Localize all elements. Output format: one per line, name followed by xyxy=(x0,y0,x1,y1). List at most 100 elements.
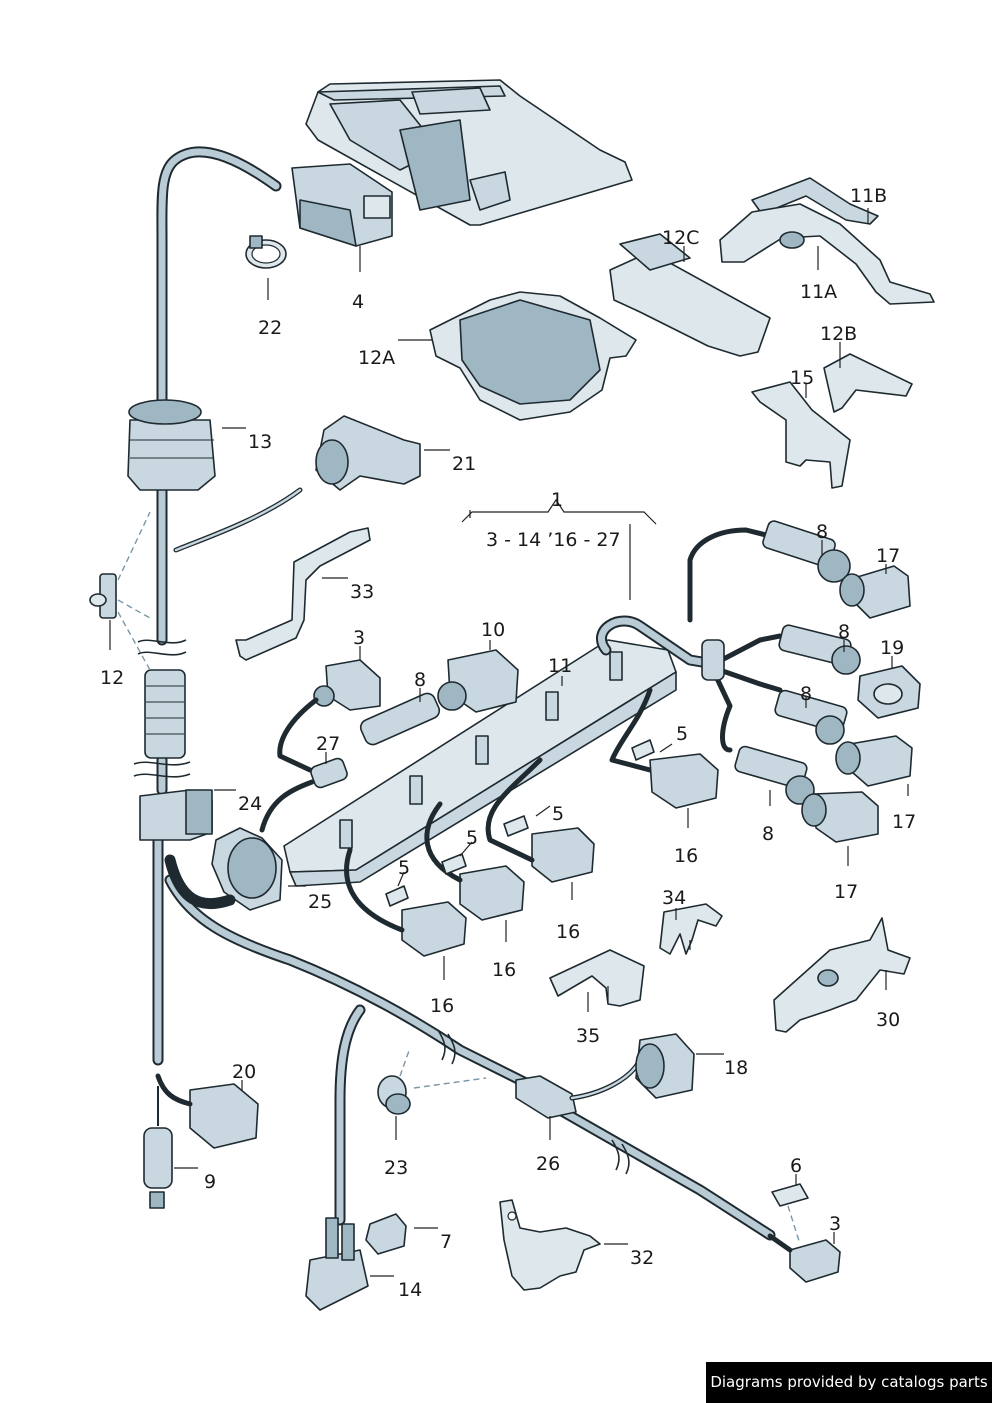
engine-control-unit xyxy=(305,79,633,226)
ecu-connector xyxy=(291,163,393,247)
label-part-3-bottom: 3 xyxy=(829,1213,841,1235)
part-labels: 4 22 12A 13 21 33 12 24 25 11B 11A 12C 1… xyxy=(100,185,916,1301)
connector-7 xyxy=(365,1213,407,1255)
clip-6 xyxy=(771,1183,809,1245)
sensor-plug xyxy=(774,689,848,745)
connector-20 xyxy=(155,1073,259,1149)
label-part-24: 24 xyxy=(238,793,262,815)
label-part-11B: 11B xyxy=(850,185,887,207)
label-part-5-right: 5 xyxy=(676,723,688,745)
label-part-30: 30 xyxy=(876,1009,900,1031)
bracket-11 xyxy=(719,177,935,305)
label-part-33: 33 xyxy=(350,581,374,603)
sensor-plug xyxy=(762,520,851,583)
label-part-3-top: 3 xyxy=(353,627,365,649)
label-part-23: 23 xyxy=(384,1157,408,1179)
label-part-16-left: 16 xyxy=(430,995,454,1017)
label-part-8-low: 8 xyxy=(762,823,774,845)
leader-lines xyxy=(109,208,909,1277)
sensor-plug xyxy=(778,624,861,675)
label-part-19: 19 xyxy=(880,637,904,659)
harness-tray xyxy=(429,291,637,421)
label-part-8-rail: 8 xyxy=(414,669,426,691)
label-part-6: 6 xyxy=(790,1155,802,1177)
label-part-34: 34 xyxy=(662,887,686,909)
label-part-4: 4 xyxy=(352,291,364,313)
label-part-12C: 12C xyxy=(662,227,699,249)
label-part-11A: 11A xyxy=(800,281,837,303)
label-part-8-third: 8 xyxy=(800,683,812,705)
clip-12 xyxy=(89,511,151,671)
connector-17-mid xyxy=(835,735,913,787)
cover-12C xyxy=(609,233,771,357)
label-part-27: 27 xyxy=(316,733,340,755)
retaining-clip xyxy=(631,739,655,761)
bracket-12B xyxy=(823,353,913,413)
label-part-1-range: 3 - 14 ’16 - 27 xyxy=(486,529,621,551)
label-part-8-second: 8 xyxy=(838,621,850,643)
label-part-15: 15 xyxy=(790,367,814,389)
label-part-16-right: 16 xyxy=(674,845,698,867)
connector-18 xyxy=(635,1033,695,1099)
label-part-12A: 12A xyxy=(358,347,395,369)
label-part-8-top: 8 xyxy=(816,521,828,543)
label-part-5-left: 5 xyxy=(398,857,410,879)
label-part-5-center: 5 xyxy=(466,827,478,849)
label-part-13: 13 xyxy=(248,431,272,453)
connector-17-top xyxy=(839,565,911,619)
label-part-26: 26 xyxy=(536,1153,560,1175)
bracket-15 xyxy=(751,381,851,489)
injector-connector xyxy=(649,753,719,809)
connector-10 xyxy=(359,649,519,746)
cable-clip xyxy=(245,235,287,269)
switch-9 xyxy=(143,1086,173,1209)
label-part-20: 20 xyxy=(232,1061,256,1083)
label-part-18: 18 xyxy=(724,1057,748,1079)
retaining-clip xyxy=(441,853,467,875)
sensor-23 xyxy=(377,1047,487,1115)
label-part-32: 32 xyxy=(630,1247,654,1269)
retaining-clip xyxy=(385,885,409,907)
bracket-32 xyxy=(499,1199,601,1291)
connector-14 xyxy=(305,1217,369,1311)
label-part-9: 9 xyxy=(204,1171,216,1193)
label-part-14: 14 xyxy=(398,1279,422,1301)
injector-connector xyxy=(344,847,467,957)
label-part-11: 11 xyxy=(548,655,572,677)
label-part-25: 25 xyxy=(308,891,332,913)
connector-19 xyxy=(857,665,921,719)
connector-3-bottom xyxy=(767,1233,841,1283)
label-part-21: 21 xyxy=(452,453,476,475)
label-part-17-mid: 17 xyxy=(892,811,916,833)
bracket-35 xyxy=(549,949,645,1007)
label-part-22: 22 xyxy=(258,317,282,339)
sensor-branches xyxy=(609,527,783,773)
bracket-30 xyxy=(773,917,911,1033)
sensor-plug xyxy=(734,745,815,805)
label-part-5-mid: 5 xyxy=(552,803,564,825)
label-part-17-low: 17 xyxy=(834,881,858,903)
retaining-clip xyxy=(503,815,529,837)
label-part-10: 10 xyxy=(481,619,505,641)
label-part-7: 7 xyxy=(440,1231,452,1253)
label-part-17-top: 17 xyxy=(876,545,900,567)
label-part-16-center: 16 xyxy=(492,959,516,981)
label-part-1: 1 xyxy=(551,489,563,511)
label-part-16-mid: 16 xyxy=(556,921,580,943)
connector-27 xyxy=(259,757,348,833)
connector-17-low xyxy=(801,791,879,843)
trunk-holder xyxy=(139,789,213,841)
label-part-12B: 12B xyxy=(820,323,857,345)
connector-25 xyxy=(164,827,283,911)
injector-connector xyxy=(485,757,595,883)
bracket-34 xyxy=(659,903,723,955)
label-part-35: 35 xyxy=(576,1025,600,1047)
grommet xyxy=(127,399,216,491)
bracket-33 xyxy=(235,527,371,661)
lower-harness xyxy=(164,874,776,1241)
injector-connector xyxy=(424,801,525,921)
credit-badge: Diagrams provided by catalogs parts xyxy=(706,1362,992,1403)
label-part-12: 12 xyxy=(100,667,124,689)
main-harness-trunk xyxy=(133,146,282,1066)
